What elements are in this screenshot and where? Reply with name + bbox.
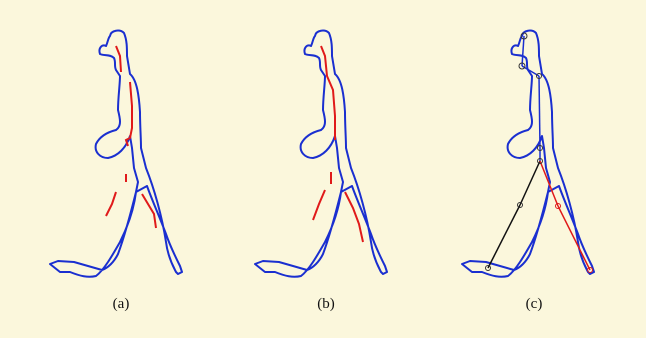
skeleton-right-thigh	[540, 161, 558, 206]
skeleton-right-shin	[558, 206, 590, 270]
silhouette-outline	[50, 31, 182, 277]
silhouette-outline	[255, 31, 387, 277]
panel-b	[255, 31, 387, 277]
caption-c: (c)	[526, 296, 543, 313]
panel-c	[462, 31, 594, 277]
panel-a	[50, 31, 182, 277]
skeleton-left-thigh	[520, 161, 540, 205]
caption-a: (a)	[113, 296, 130, 313]
skeleton-torso-segment	[539, 76, 540, 148]
caption-b: (b)	[317, 296, 335, 313]
skeleton-left-shin	[488, 205, 520, 268]
skeleton-neck-segment	[522, 36, 524, 66]
skeleton-left-leg	[313, 190, 325, 220]
skeleton-right-leg	[345, 192, 363, 242]
skeleton-torso-line	[116, 46, 121, 72]
skeleton-right-leg	[142, 194, 156, 228]
skeleton-left-leg	[106, 192, 116, 216]
